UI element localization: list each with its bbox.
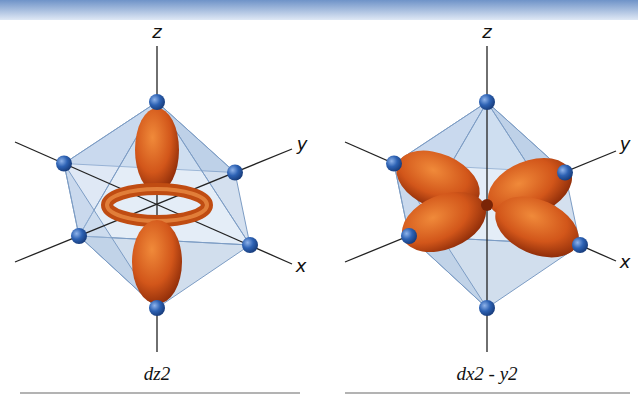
ligands-left — [56, 94, 258, 316]
dx2-y2-orbital — [387, 139, 588, 270]
axes-left — [15, 46, 292, 352]
axis-label: y — [620, 134, 631, 154]
caption-rules — [20, 392, 630, 394]
axis-label: x — [296, 256, 307, 276]
ligands-right — [386, 94, 588, 316]
axis-label: z — [152, 22, 161, 42]
axes-right — [345, 46, 616, 352]
axis-label: x — [620, 252, 631, 272]
axis-label: y — [297, 134, 308, 154]
dz2-orbital — [107, 108, 207, 304]
axis-label: z — [482, 22, 491, 42]
header-band — [0, 0, 638, 20]
orbital-caption: dz2 — [144, 364, 170, 385]
orbital-caption: dx2 - y2 — [456, 364, 517, 385]
